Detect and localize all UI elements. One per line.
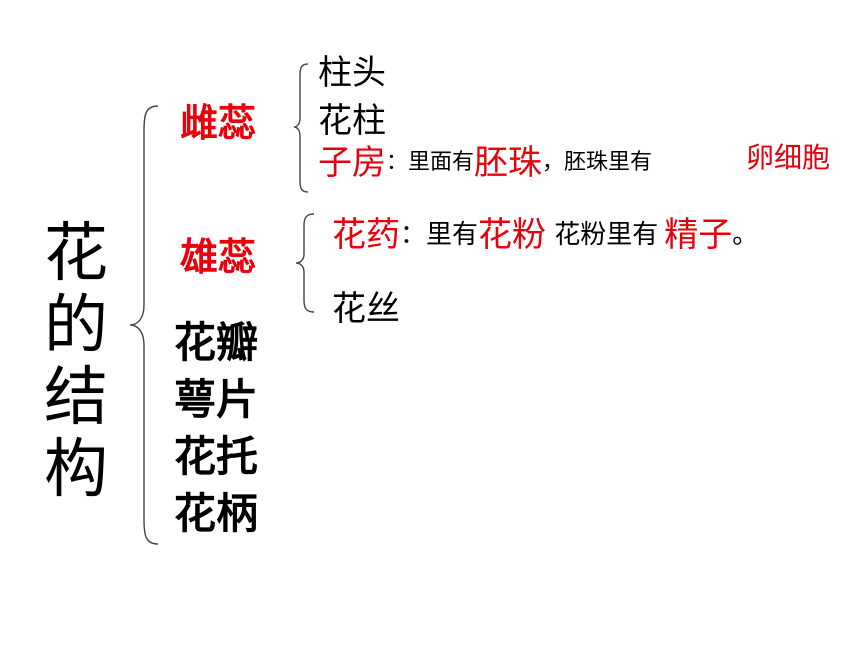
sperm-term: 精子 [664, 215, 733, 255]
petal-label: 花瓣 [174, 318, 259, 367]
pedicel-label: 花柄 [174, 489, 259, 538]
root-char: 的 [44, 289, 108, 363]
ovary-label: 子房 [318, 143, 386, 183]
ovary-row: 子房 ： 里面有 胚珠 ，胚珠里有 [318, 146, 652, 180]
sepal-label: 萼片 [174, 375, 259, 424]
root-char: 构 [44, 433, 108, 507]
ovule-term: 胚珠 [474, 143, 543, 183]
stamen-label: 雄蕊 [180, 235, 257, 279]
anther-prefix: 里有 [426, 220, 479, 250]
ovary-colon: ： [386, 150, 409, 175]
other-parts-list: 花瓣 萼片 花托 花柄 [174, 314, 258, 542]
diagram-root-title: 花 的 结 构 [44, 218, 108, 506]
style-label: 花柱 [318, 101, 386, 141]
pollen-term: 花粉 [478, 215, 547, 255]
main-brace [129, 105, 159, 545]
pistil-brace [293, 63, 309, 193]
root-char: 结 [44, 361, 108, 435]
ovary-prefix: 里面有 [408, 150, 475, 175]
anther-middle-text: 花粉里有 [546, 220, 659, 250]
anther-colon: ： [400, 220, 427, 250]
egg-cell-term: 卵细胞 [746, 141, 831, 174]
ovary-middle-text: ，胚珠里有 [542, 150, 653, 175]
pistil-label: 雌蕊 [180, 101, 257, 145]
filament-label: 花丝 [332, 289, 400, 329]
root-char: 花 [44, 217, 108, 291]
stamen-brace-path [295, 213, 315, 313]
anther-end-mark: 。 [732, 220, 759, 250]
pistil-brace-path [293, 63, 309, 193]
main-brace-path [129, 105, 159, 545]
receptacle-label: 花托 [174, 432, 259, 481]
anther-label: 花药 [332, 215, 400, 255]
stigma-label: 柱头 [318, 53, 386, 93]
anther-row: 花药 ： 里有 花粉 花粉里有 精子 。 [332, 218, 758, 252]
stamen-brace [295, 213, 315, 313]
